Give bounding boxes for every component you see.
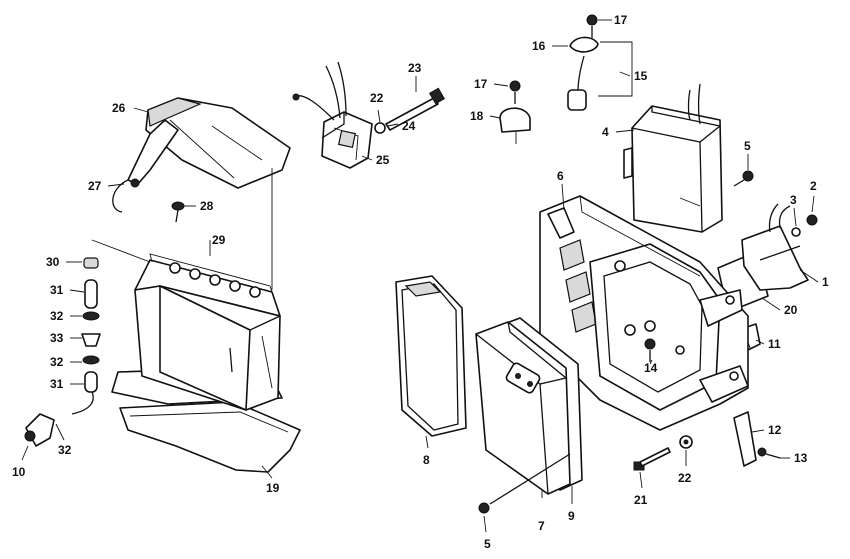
plug-assembly-15 <box>567 14 633 111</box>
callout-13: 13 <box>794 451 808 465</box>
callout-33: 33 <box>50 331 64 345</box>
callout-19: 19 <box>266 481 280 495</box>
callout-28: 28 <box>200 199 214 213</box>
bolt-21 <box>633 447 671 471</box>
case-cover-7 <box>475 321 571 495</box>
callout-5-upper: 5 <box>744 139 751 153</box>
callout-32-middle: 32 <box>50 355 64 369</box>
callout-3: 3 <box>790 193 797 207</box>
battery <box>91 239 281 411</box>
callout-23: 23 <box>408 61 422 75</box>
callout-20: 20 <box>784 303 798 317</box>
callout-14: 14 <box>644 361 658 375</box>
callout-2: 2 <box>810 179 817 193</box>
battery-cover <box>112 97 291 290</box>
callout-29: 29 <box>212 233 226 247</box>
bolt-5-upper <box>733 170 754 187</box>
callout-17-lower: 17 <box>474 77 488 91</box>
callout-30: 30 <box>46 255 60 269</box>
bolt-23 <box>374 87 446 134</box>
callout-26: 26 <box>112 101 126 115</box>
callout-10: 10 <box>12 465 26 479</box>
callout-17-upper: 17 <box>614 13 628 27</box>
washer-22-lower <box>679 435 693 449</box>
callout-31-upper: 31 <box>50 283 64 297</box>
callout-8: 8 <box>423 453 430 467</box>
callout-6: 6 <box>557 169 564 183</box>
washers-2-3 <box>791 214 818 237</box>
callout-32-lower: 32 <box>58 443 72 457</box>
bolt-14 <box>644 338 656 362</box>
callout-labels: 1 2 3 4 5 5 6 7 8 9 10 11 12 13 14 15 16… <box>12 13 829 551</box>
callout-31-lower: 31 <box>50 377 64 391</box>
callout-27: 27 <box>88 179 102 193</box>
callout-7: 7 <box>538 519 545 533</box>
vent-tube-stack <box>24 257 101 447</box>
bolt-28 <box>171 201 185 223</box>
cover-8 <box>395 275 467 437</box>
callout-22-lower: 22 <box>678 471 692 485</box>
callout-12: 12 <box>768 423 782 437</box>
clamp-18 <box>499 80 531 144</box>
callout-21: 21 <box>634 493 648 507</box>
callout-9: 9 <box>568 509 575 523</box>
callout-32-upper: 32 <box>50 309 64 323</box>
callout-4: 4 <box>602 125 609 139</box>
callout-15: 15 <box>634 69 648 83</box>
voltage-regulator <box>292 61 373 169</box>
callout-18: 18 <box>470 109 484 123</box>
callout-25: 25 <box>376 153 390 167</box>
callout-1: 1 <box>822 275 829 289</box>
main-box-frame <box>539 195 749 431</box>
callout-22-upper: 22 <box>370 91 384 105</box>
control-box-4 <box>623 83 723 233</box>
leader-lines <box>21 19 819 533</box>
bracket-12 <box>733 411 781 467</box>
callout-5-lower: 5 <box>484 537 491 551</box>
callout-24: 24 <box>402 119 416 133</box>
callout-16: 16 <box>532 39 546 53</box>
callout-11: 11 <box>768 337 781 351</box>
bolt-5-lower <box>478 453 571 514</box>
